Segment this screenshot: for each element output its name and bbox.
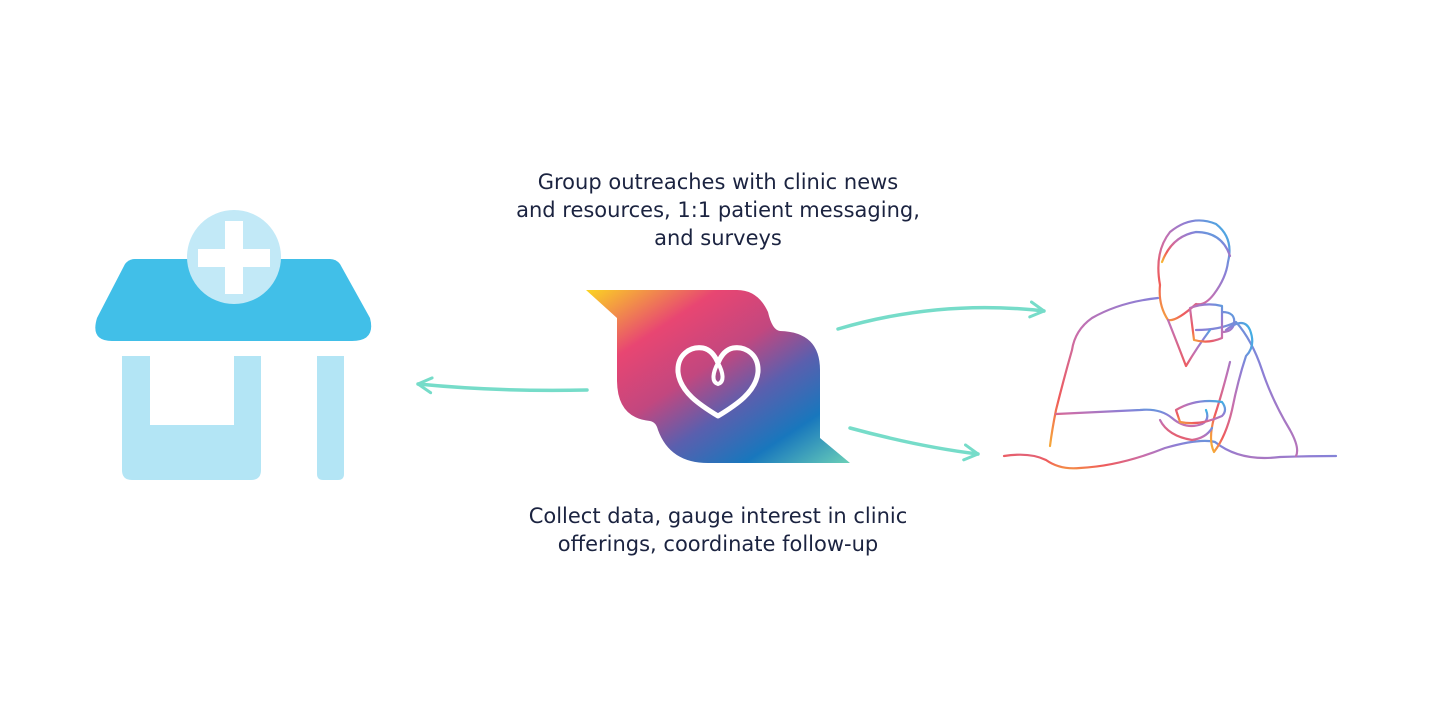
patient-collar: [1166, 318, 1212, 368]
caption-bottom: Collect data, gauge interest in clinic o…: [468, 502, 968, 558]
chat-bubbles: [586, 290, 850, 463]
arrow-to-patient-bottom: [848, 426, 980, 462]
caption-top: Group outreaches with clinic news and re…: [468, 168, 968, 252]
patient-cup: [1188, 303, 1236, 343]
chat-bubbles-heart-icon: [586, 290, 850, 463]
clinic-walls: [122, 356, 261, 480]
caption-bottom-line-2: offerings, coordinate follow-up: [557, 532, 879, 556]
caption-top-line-2: and resources, 1:1 patient messaging,: [516, 198, 920, 222]
patient-ground-line: [1002, 439, 1338, 470]
patient-hair: [1160, 230, 1232, 264]
patient-line-drawing-icon: [1002, 219, 1338, 470]
clinic-right-pillar: [317, 356, 344, 480]
arrow-to-clinic: [416, 376, 589, 395]
heart-inner-loop: [711, 361, 725, 387]
arrow-to-patient-top: [836, 300, 1046, 331]
patient-torso: [1048, 296, 1299, 458]
caption-top-line-1: Group outreaches with clinic news: [537, 170, 899, 194]
patient-head: [1157, 219, 1231, 322]
clinic-cross-horizontal: [198, 249, 270, 267]
patient-raised-arm: [1209, 321, 1254, 454]
patient-phone: [1174, 399, 1227, 425]
caption-bottom-line-1: Collect data, gauge interest in clinic: [528, 504, 908, 528]
clinic-building-icon: [95, 210, 372, 480]
caption-top-line-3: and surveys: [654, 226, 782, 250]
patient-hand: [1158, 418, 1214, 442]
